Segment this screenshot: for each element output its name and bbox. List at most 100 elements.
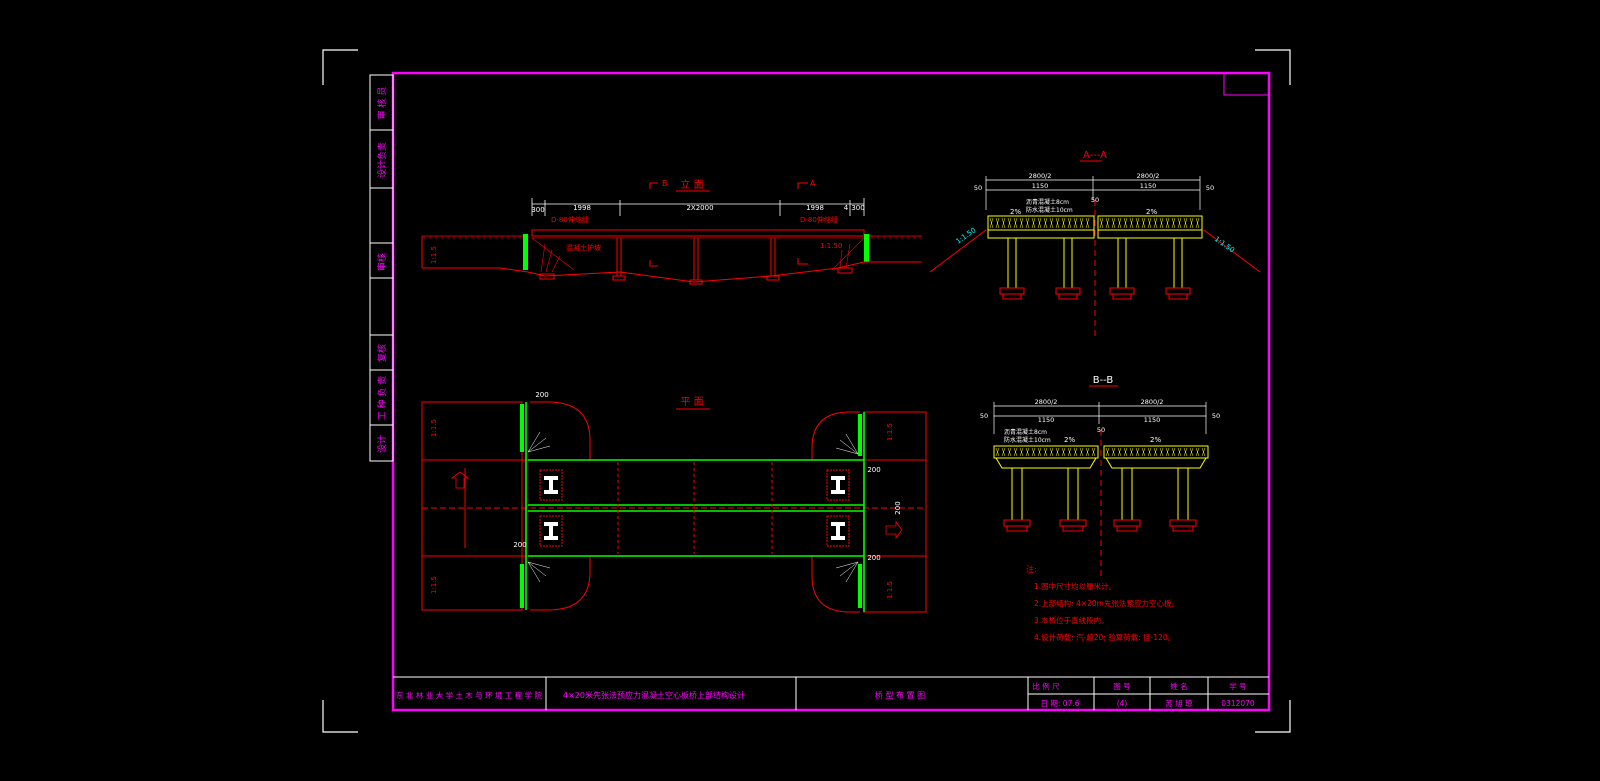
section-a-title: A---A: [1083, 150, 1107, 161]
plan-title: 平 面: [680, 397, 703, 408]
hatch-line: [1037, 217, 1042, 229]
hatch-line: [1153, 447, 1158, 457]
elev-dim-5: 4: [844, 204, 849, 212]
hatch-line: [1073, 217, 1078, 229]
section-b-title: B--B: [1093, 375, 1114, 386]
sa-dim-top-1: 2800/2: [1029, 172, 1052, 180]
sa-crossfall-2: 2%: [1146, 208, 1157, 216]
hatch-line: [1171, 447, 1176, 457]
note-item-4: 4.设计荷载: 汽-超20; 验算荷载: 挂-120。: [1034, 632, 1175, 642]
plan-slope-4: 1:1.5: [886, 581, 894, 599]
hatch-line: [1141, 447, 1146, 457]
section-mark-a-top: A: [810, 179, 816, 188]
hatch-line: [1159, 447, 1164, 457]
sa-crossfall-1: 2%: [1010, 208, 1021, 216]
hatch-line: [995, 217, 1000, 229]
elev-slope-left: 1:1.5: [430, 246, 438, 264]
hatch-line: [1079, 447, 1084, 457]
hatch-line: [1135, 447, 1140, 457]
plan-slope-1: 1:1.5: [430, 419, 438, 437]
hatch-line: [1043, 447, 1048, 457]
hatch-line: [1123, 217, 1128, 229]
hatch-line: [1201, 447, 1206, 457]
sb-dim-top-2: 2800/2: [1141, 398, 1164, 406]
hatch-line: [1049, 217, 1054, 229]
hatch-line: [1159, 217, 1164, 229]
elevation-title: 立 面: [680, 178, 703, 191]
sa-dim-mid-1: 50: [974, 184, 982, 192]
sa-note-2: 防水混凝土10cm: [1026, 206, 1073, 214]
tb-school: 东 北 林 业 大 学 土 木 与 环 境 工 程 学 院: [396, 690, 542, 700]
hatch-line: [1055, 217, 1060, 229]
elev-dim-1: 300: [531, 206, 544, 214]
plan-dim-5: 200: [894, 501, 902, 514]
hatch-line: [995, 447, 1000, 457]
hatch-line: [1195, 447, 1200, 457]
hatch-line: [1025, 217, 1030, 229]
sb-dim-mid-2: 1150: [1038, 416, 1055, 424]
section-a-view: A---A 2800/2 2800/2 50 1150 50 1150 50 沥…: [929, 150, 1261, 340]
hatch-line: [1037, 447, 1042, 457]
hatch-line: [1001, 217, 1006, 229]
hatch-line: [1007, 217, 1012, 229]
hatch-line: [1001, 447, 1006, 457]
hatch-line: [1067, 217, 1072, 229]
hatch-line: [1049, 447, 1054, 457]
hatch-line: [1019, 217, 1024, 229]
notes-heading: 注:: [1026, 564, 1037, 574]
hatch-line: [1129, 447, 1134, 457]
note-item-2: 2.上部结构: 4×20m先张法预应力空心板。: [1034, 598, 1179, 608]
hatch-line: [1013, 447, 1018, 457]
hatch-line: [1165, 447, 1170, 457]
tb-hdr-student-no: 学 号: [1229, 681, 1246, 691]
hatch-line: [1147, 447, 1152, 457]
hatch-line: [1195, 217, 1200, 229]
drawing-frame: [391, 71, 1271, 712]
hatch-line: [1183, 447, 1188, 457]
strip-cell-2: 设计负责: [376, 142, 388, 178]
elev-dim-6: 300: [851, 204, 864, 212]
note-item-1: 1.图中尺寸均以厘米计。: [1034, 581, 1116, 591]
elevation-view: 立 面 B A 300 1998 2X2000 1998 4 300 D-80伸…: [421, 178, 922, 285]
hatch-line: [1129, 217, 1134, 229]
elev-protection-label: 混凝土护坡: [566, 243, 601, 252]
strip-cell-6: 设计: [376, 435, 388, 453]
side-strip: 审 核 员 设计负责 审核 复核 工 种 负 责 设计: [369, 74, 394, 462]
sb-dim-mid-1: 50: [980, 412, 988, 420]
strip-cell-1: 审 核 员: [376, 87, 388, 120]
hatch-line: [1013, 217, 1018, 229]
sa-note-1: 沥青混凝土8cm: [1026, 198, 1069, 206]
sb-crossfall-1: 2%: [1064, 436, 1075, 444]
elev-dim-2: 1998: [573, 204, 591, 212]
plan-dim-4: 200: [867, 554, 880, 562]
tb-date: 日 期: 07.6: [1041, 699, 1080, 708]
sa-slope-left: 1:1.50: [955, 226, 978, 245]
hatch-line: [1031, 447, 1036, 457]
sb-dim-mid-4: 1150: [1144, 416, 1161, 424]
sb-crossfall-2: 2%: [1150, 436, 1161, 444]
tb-project: 4×20米先张法预应力混凝土空心板桥上部结构设计: [563, 690, 745, 700]
notes-block: 注: 1.图中尺寸均以厘米计。 2.上部结构: 4×20m先张法预应力空心板。 …: [1026, 564, 1179, 642]
hatch-line: [1111, 217, 1116, 229]
elev-dim-3: 2X2000: [686, 204, 713, 212]
strip-cell-5: 工 种 负 责: [376, 376, 388, 421]
frame-corner-tab: [1223, 72, 1270, 96]
elev-slope-right: 1:1.50: [820, 242, 842, 250]
tb-hdr-scale: 比 例 尺: [1032, 681, 1060, 691]
plan-dim-3: 200: [513, 541, 526, 549]
sa-dim-mid-4: 1150: [1140, 182, 1157, 190]
hatch-line: [1135, 217, 1140, 229]
elev-dim-4: 1998: [806, 204, 824, 212]
hatch-line: [1165, 217, 1170, 229]
section-mark-b-top: B: [662, 179, 668, 188]
tb-drawing-no: (4): [1117, 699, 1128, 708]
hatch-line: [1073, 447, 1078, 457]
note-item-3: 3.本桥位于直线段内。: [1034, 615, 1109, 625]
hatch-line: [1111, 447, 1116, 457]
sb-dim-top-1: 2800/2: [1035, 398, 1058, 406]
expansion-joint-right: D-80伸缩缝: [800, 215, 838, 224]
sb-note-1: 沥青混凝土8cm: [1004, 428, 1047, 436]
strip-cell-3: 审核: [376, 253, 388, 271]
strip-cell-4: 复核: [376, 344, 388, 362]
